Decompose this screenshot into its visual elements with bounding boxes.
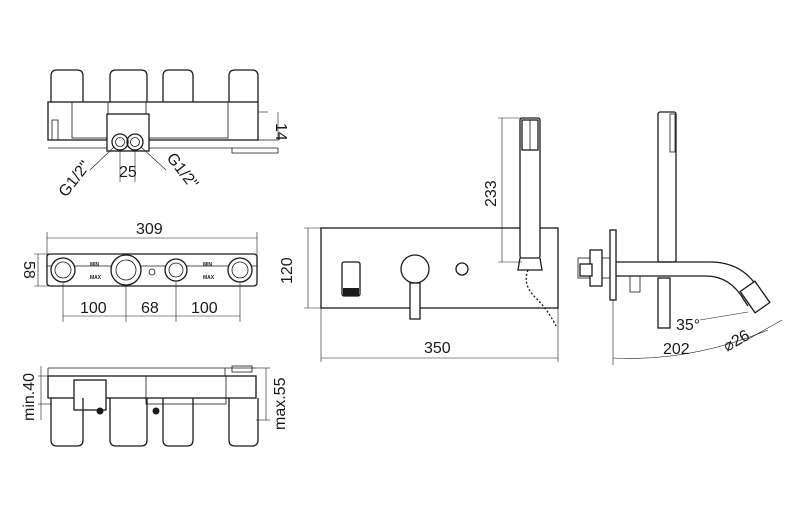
min-depth-label: min.40 — [21, 373, 38, 421]
knob-min-right: MIN — [203, 262, 213, 268]
spacing-center-label: 68 — [141, 300, 159, 317]
plate-height-label: 120 — [279, 257, 296, 284]
diameter-label: ⌀26 — [721, 327, 753, 355]
bottom-view: min.40 max.55 — [21, 365, 289, 447]
inlet-spacing-label: 25 — [119, 164, 137, 181]
spacing-right-label: 100 — [191, 300, 218, 317]
side-view: 202 35° ⌀26 — [577, 111, 783, 365]
front-width-label: 309 — [136, 221, 163, 238]
thread-left-label: G1/2" — [56, 158, 94, 200]
wall-view: 350 120 233 — [279, 117, 559, 362]
knob-min-left: MIN — [90, 262, 100, 268]
knob-max-left: MAX — [90, 275, 102, 281]
thread-right-label: G1/2" — [163, 150, 201, 192]
top-height-label: 14 — [272, 123, 289, 141]
top-view: 14 25 G1/2" G1/2" — [47, 69, 289, 200]
wall-width-label: 350 — [424, 340, 451, 357]
angle-label: 35° — [676, 317, 700, 334]
shower-height-label: 233 — [483, 180, 500, 207]
front-view: 309 58 MIN MAX MIN MAX 100 68 100 — [20, 221, 258, 322]
spacing-left-label: 100 — [80, 300, 107, 317]
front-height-label: 58 — [20, 261, 37, 279]
knob-max-right: MAX — [203, 275, 215, 281]
max-depth-label: max.55 — [272, 377, 289, 430]
projection-label: 202 — [663, 341, 690, 358]
